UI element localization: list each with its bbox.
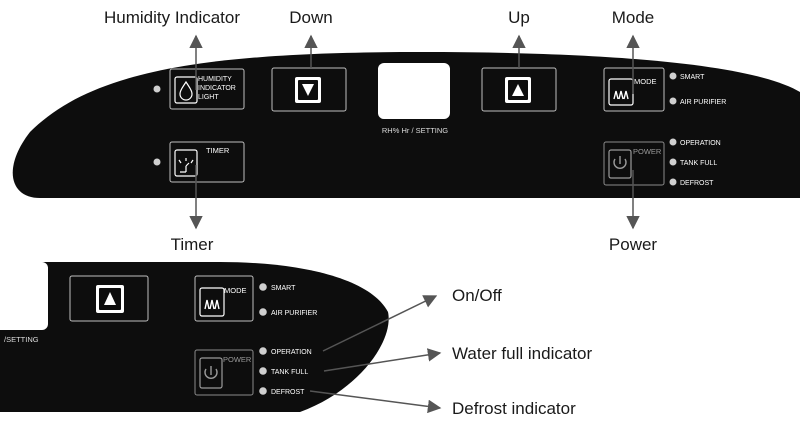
detail-air-purifier-label: AIR PURIFIER [271,310,317,317]
detail-air-purifier-led [259,308,267,316]
callout-down: Down [289,8,332,27]
detail-operation-led [259,347,267,355]
arrow-water-full [323,348,442,372]
detail-mode-label: MODE [224,286,247,295]
callout-humidity-indicator: Humidity Indicator [104,8,240,27]
callout-up: Up [508,8,530,27]
detail-defrost-label: DEFROST [271,389,305,396]
fan-icon [613,90,629,100]
detail-triangle-up-icon [104,292,116,305]
detail-mode-button[interactable]: MODE [194,275,254,322]
up-button[interactable] [481,67,557,112]
down-button[interactable] [271,67,347,112]
mode-label: MODE [634,77,657,86]
humidity-button[interactable]: HUMIDITY INDICATOR LIGHT [169,68,245,110]
triangle-down-icon [302,84,314,96]
arrow-defrost [309,390,442,414]
humidity-led [153,85,161,93]
callout-timer: Timer [171,235,214,254]
air-purifier-label: AIR PURIFIER [680,99,726,106]
air-purifier-led [669,97,677,105]
clock-icon [178,158,194,173]
detail-up-button[interactable] [69,275,149,322]
detail-power-button[interactable]: POWER [194,349,254,396]
smart-label: SMART [680,74,705,81]
water-drop-icon [179,80,193,101]
humidity-label-3: LIGHT [198,94,219,101]
timer-button[interactable]: TIMER [169,141,245,183]
detail-display [0,262,48,330]
detail-power-icon [204,366,218,379]
callout-mode: Mode [612,8,655,27]
display-caption: RH% Hr / SETTING [382,126,448,135]
timer-led [153,158,161,166]
operation-led [669,138,677,146]
smart-led [669,72,677,80]
detail-panel-body [0,262,389,412]
defrost-led [669,178,677,186]
power-button[interactable]: POWER [603,141,665,186]
operation-label: OPERATION [680,140,721,147]
detail-panel: /SETTING MODE SMART AIR PURIFIER [0,262,389,412]
detail-tank-full-label: TANK FULL [271,369,308,376]
power-icon [613,156,627,169]
detail-tank-full-led [259,367,267,375]
triangle-up-icon [512,84,524,96]
detail-smart-label: SMART [271,285,296,292]
tank-full-label: TANK FULL [680,160,717,167]
detail-setting-label: /SETTING [4,335,39,344]
callout-defrost-indicator: Defrost indicator [452,399,576,418]
power-label: POWER [633,147,662,156]
defrost-label: DEFROST [680,180,714,187]
tank-full-led [669,158,677,166]
humidity-display [378,63,450,119]
control-panel-body [12,52,800,198]
detail-power-label: POWER [223,355,252,364]
callout-power: Power [609,235,658,254]
timer-label: TIMER [206,146,230,155]
humidity-label-1: HUMIDITY [198,76,232,83]
detail-defrost-led [259,387,267,395]
detail-smart-led [259,283,267,291]
humidity-label-2: INDICATOR [198,85,236,92]
callout-on-off: On/Off [452,286,502,305]
detail-operation-label: OPERATION [271,349,312,356]
detail-fan-icon [204,299,220,310]
arrow-on-off [322,295,438,352]
callout-water-full-indicator: Water full indicator [452,344,592,363]
